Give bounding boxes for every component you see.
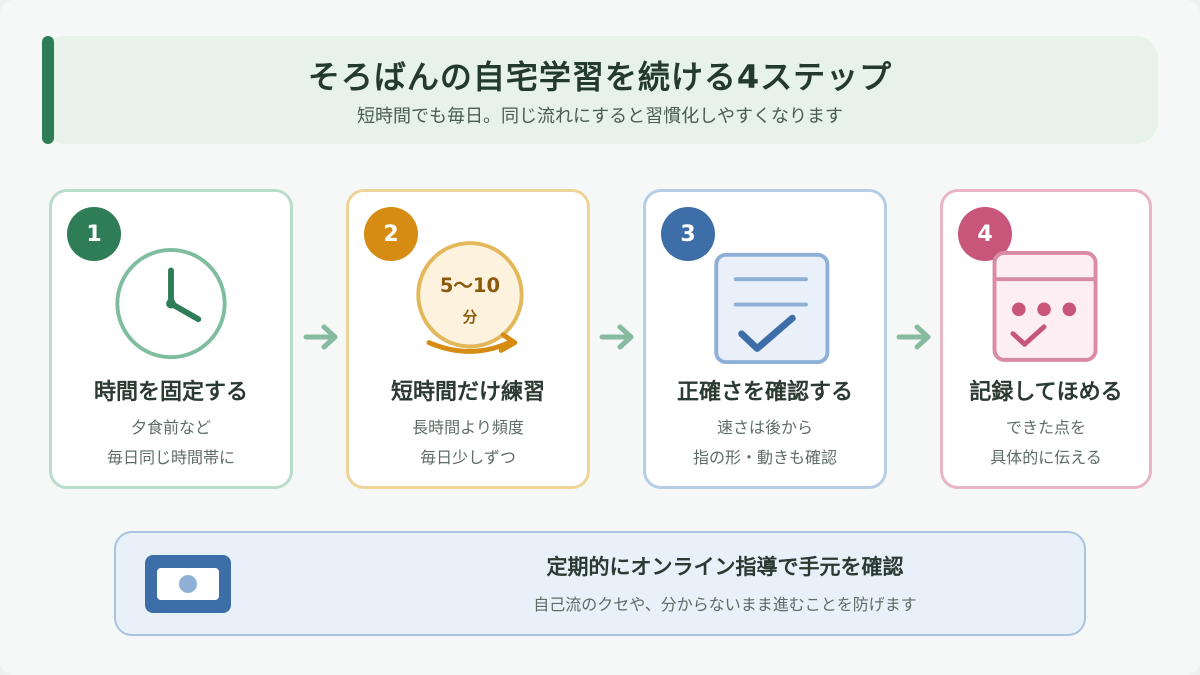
step-card-3: 3 正確さを確認する 速さは後から 指の形・動きも確認 bbox=[643, 189, 887, 489]
step-number-badge: 2 bbox=[364, 207, 418, 261]
step-description-line-1: できた点を bbox=[1005, 418, 1086, 437]
checklist-icon bbox=[714, 252, 830, 365]
page-subtitle: 短時間でも毎日。同じ流れにすると習慣化しやすくなります bbox=[357, 106, 843, 127]
step-card-4: 4 記録してほめる できた点を 具体的に伝える bbox=[940, 189, 1152, 489]
step-card-1: 1 時間を固定する 夕食前など 毎日同じ時間帯に bbox=[49, 189, 293, 489]
step-description-line-2: 指の形・動きも確認 bbox=[692, 448, 837, 467]
step-number-badge: 3 bbox=[661, 207, 715, 261]
step-description-line-2: 毎日同じ時間帯に bbox=[106, 448, 235, 467]
timer-unit: 分 bbox=[463, 309, 478, 326]
step-card-2: 2 5〜10 分 短時間だけ練習 長時間より頻度 毎日少しずつ bbox=[346, 189, 590, 489]
page-title: そろばんの自宅学習を続ける4ステップ bbox=[307, 58, 893, 96]
step-description-line-1: 長時間より頻度 bbox=[412, 418, 524, 437]
step-description-line-2: 毎日少しずつ bbox=[420, 448, 516, 467]
step-title: 短時間だけ練習 bbox=[390, 380, 545, 405]
step-title: 時間を固定する bbox=[93, 380, 248, 405]
calendar-check-icon bbox=[992, 251, 1098, 362]
header-accent-bar bbox=[42, 36, 54, 144]
arrow-right-icon bbox=[896, 324, 931, 350]
timer-icon: 5〜10 分 bbox=[416, 241, 524, 354]
online-lesson-note: 定期的にオンライン指導で手元を確認 自己流のクセや、分からないまま進むことを防げ… bbox=[114, 531, 1086, 636]
step-number-badge: 1 bbox=[67, 207, 121, 261]
clock-icon bbox=[115, 247, 227, 360]
note-title: 定期的にオンライン指導で手元を確認 bbox=[546, 555, 904, 579]
video-camera-icon bbox=[145, 555, 231, 613]
step-description-line-1: 速さは後から bbox=[716, 418, 813, 437]
arrow-right-icon bbox=[303, 324, 338, 350]
step-description-line-1: 夕食前など bbox=[130, 418, 211, 437]
step-description-line-2: 具体的に伝える bbox=[990, 448, 1102, 467]
header-banner: そろばんの自宅学習を続ける4ステップ 短時間でも毎日。同じ流れにすると習慣化しや… bbox=[42, 36, 1158, 144]
timer-label: 5〜10 bbox=[440, 274, 500, 297]
step-title: 記録してほめる bbox=[969, 380, 1123, 405]
step-title: 正確さを確認する bbox=[676, 380, 853, 405]
arrow-right-icon bbox=[599, 324, 634, 350]
note-subtitle: 自己流のクセや、分からないまま進むことを防げます bbox=[533, 595, 917, 614]
